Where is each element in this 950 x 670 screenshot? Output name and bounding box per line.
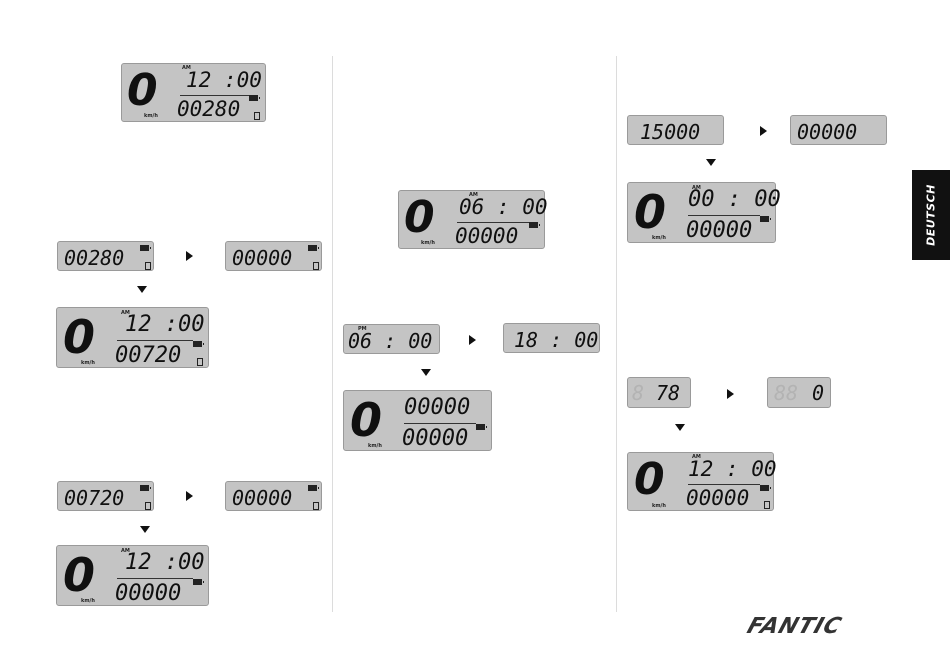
arrow-down-icon <box>140 526 150 533</box>
battery-icon <box>308 245 317 251</box>
divider-line <box>688 484 760 485</box>
speed-digit: 0 <box>63 314 95 360</box>
battery-icon <box>760 485 769 491</box>
battery-icon <box>308 485 317 491</box>
speed-unit: km/h <box>81 361 95 366</box>
lcd-display-result-a: 0 km/h AM 12 :00 00720 <box>56 307 209 368</box>
divider-line <box>404 423 476 424</box>
speed-unit: km/h <box>144 114 158 119</box>
lcd-service-before: 15000 <box>627 115 724 145</box>
fuel-icon <box>145 262 151 270</box>
divider-line <box>688 215 760 216</box>
column-divider-right <box>616 56 617 612</box>
arrow-right-icon <box>727 389 734 399</box>
clock-readout: 12 : 00 <box>688 459 777 480</box>
clock-readout: 12 :00 <box>125 314 204 336</box>
odometer-readout: 00000 <box>686 488 749 509</box>
divider-line <box>180 95 252 96</box>
value-before: 78 <box>656 383 680 403</box>
speed-unit: km/h <box>652 236 666 241</box>
fuel-icon <box>313 502 319 510</box>
arrow-down-icon <box>675 424 685 431</box>
lcd-display-result-b: 0 km/h AM 12 :00 00000 <box>56 545 209 606</box>
ghost-digit: 8 <box>632 383 644 403</box>
fuel-icon <box>254 112 260 120</box>
lcd-odo-before: 00280 <box>57 241 154 271</box>
arrow-right-icon <box>469 335 476 345</box>
odo-after-value: 00000 <box>232 248 292 268</box>
lcd-display-main: 0 km/h AM 12 :00 00280 <box>121 63 266 122</box>
lcd-odo-after: 00000 <box>225 241 322 271</box>
service-before-value: 15000 <box>640 122 700 142</box>
odo-before-value: 00280 <box>64 248 124 268</box>
fuel-icon <box>313 262 319 270</box>
lcd-odo-before: 00720 <box>57 481 154 511</box>
arrow-right-icon <box>186 251 193 261</box>
odometer-readout: 00000 <box>455 226 518 247</box>
speed-digit: 0 <box>63 552 95 598</box>
odometer-readout: 00280 <box>177 99 240 120</box>
divider-line <box>117 340 193 341</box>
battery-icon <box>529 222 538 228</box>
fuel-icon <box>145 502 151 510</box>
divider-line <box>457 222 531 223</box>
lcd-clock-after: 18 : 00 <box>503 323 600 353</box>
odo-before-value: 00720 <box>64 488 124 508</box>
lcd-display-result-a: 0 km/h AM 00 : 00 00000 <box>627 182 776 243</box>
speed-digit: 0 <box>404 196 435 240</box>
speed-digit: 0 <box>634 189 666 235</box>
language-tab-label: DEUTSCH <box>925 184 938 246</box>
arrow-down-icon <box>137 286 147 293</box>
column-divider-left <box>332 56 333 612</box>
fuel-icon <box>764 501 770 509</box>
battery-icon <box>140 485 149 491</box>
service-after-value: 00000 <box>797 122 857 142</box>
speed-unit: km/h <box>368 444 382 449</box>
lcd-display-result-b: 0 km/h AM 12 : 00 00000 <box>627 452 774 511</box>
battery-icon <box>193 579 202 585</box>
lcd-value-before: 8 78 <box>627 377 691 408</box>
clock-before-value: 06 : 00 <box>348 331 432 351</box>
speed-unit: km/h <box>652 504 666 509</box>
language-tab: DEUTSCH <box>912 170 950 260</box>
odometer-readout: 00720 <box>115 345 181 367</box>
ghost-digit: 88 <box>774 383 798 403</box>
lcd-clock-before: PM 06 : 00 <box>343 324 440 354</box>
battery-icon <box>760 216 769 222</box>
speed-digit: 0 <box>634 458 665 502</box>
clock-readout: 00 : 00 <box>688 189 781 211</box>
fantic-logo: FANTIC <box>744 614 845 639</box>
speed-digit: 0 <box>127 69 158 113</box>
speed-unit: km/h <box>81 599 95 604</box>
battery-icon <box>193 341 202 347</box>
arrow-down-icon <box>706 159 716 166</box>
value-after: 0 <box>812 383 824 403</box>
lcd-odo-after: 00000 <box>225 481 322 511</box>
divider-line <box>117 578 193 579</box>
top-readout: 00000 <box>404 397 470 419</box>
odometer-readout: 00000 <box>686 220 752 242</box>
fuel-icon <box>197 358 203 366</box>
speed-unit: km/h <box>421 241 435 246</box>
clock-readout: 12 :00 <box>186 70 262 91</box>
lcd-value-after: 88 0 <box>767 377 831 408</box>
lcd-service-after: 00000 <box>790 115 887 145</box>
arrow-right-icon <box>186 491 193 501</box>
lcd-display-result: 0 km/h 00000 00000 <box>343 390 492 451</box>
clock-after-value: 18 : 00 <box>514 330 598 350</box>
odometer-readout: 00000 <box>402 428 468 450</box>
arrow-down-icon <box>421 369 431 376</box>
battery-icon <box>140 245 149 251</box>
odo-after-value: 00000 <box>232 488 292 508</box>
arrow-right-icon <box>760 126 767 136</box>
odometer-readout: 00000 <box>115 583 181 605</box>
speed-digit: 0 <box>350 397 382 443</box>
clock-readout: 12 :00 <box>125 552 204 574</box>
battery-icon <box>249 95 258 101</box>
lcd-display-main: 0 km/h AM 06 : 00 00000 <box>398 190 545 249</box>
battery-icon <box>476 424 485 430</box>
clock-readout: 06 : 00 <box>459 197 548 218</box>
